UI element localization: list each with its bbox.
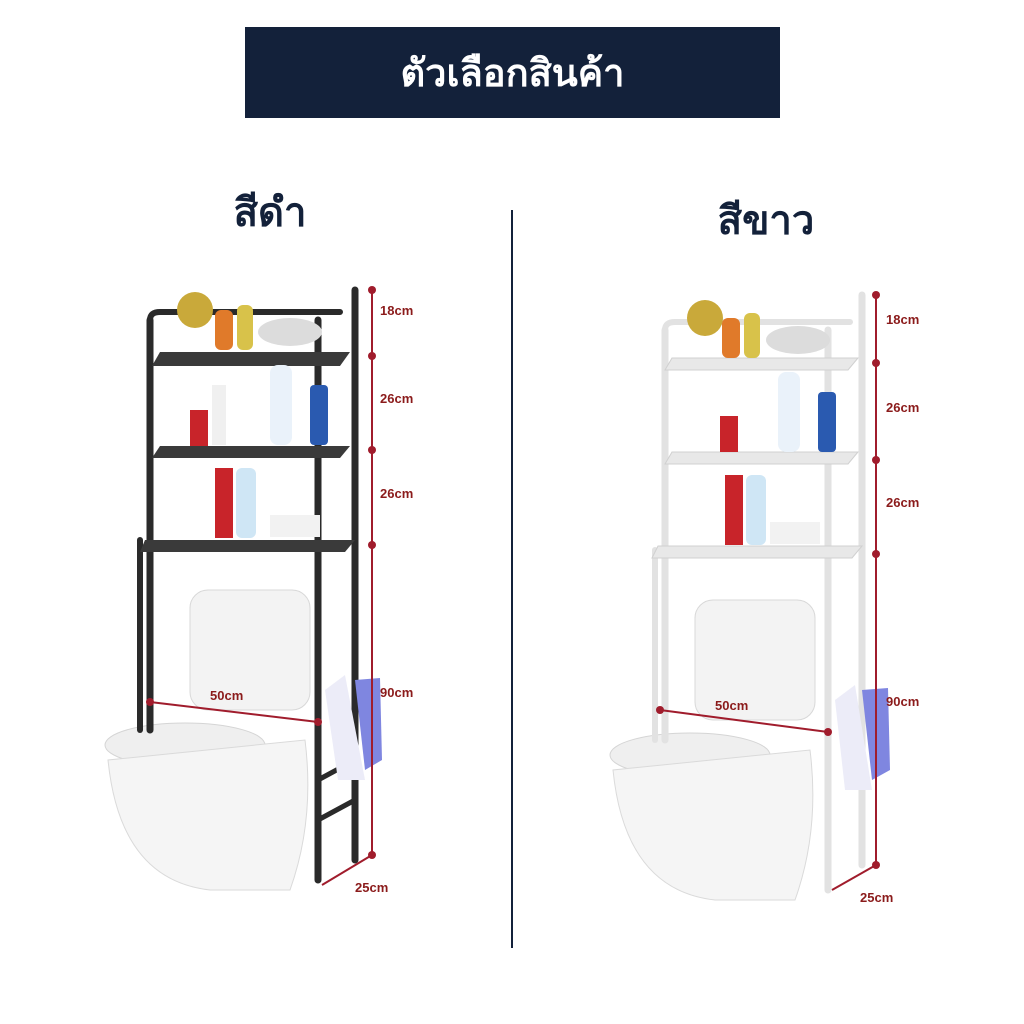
dim-width: 50cm <box>715 698 748 713</box>
dim-base: 90cm <box>886 694 919 709</box>
dim-middle: 26cm <box>380 391 413 406</box>
toilet-illustration <box>104 589 311 891</box>
column-divider <box>511 210 513 948</box>
dimension-lines <box>659 295 877 891</box>
shelf-items <box>177 292 328 538</box>
dim-depth: 25cm <box>355 880 388 895</box>
toilet-illustration <box>609 599 816 901</box>
rack-shelves <box>651 357 864 559</box>
product-image-black[interactable]: 18cm 26cm 26cm 90cm 50cm 25cm <box>0 260 460 920</box>
dim-top: 18cm <box>886 312 919 327</box>
dim-depth: 25cm <box>860 890 893 905</box>
shelf-items <box>687 300 836 545</box>
dimension-dots <box>146 286 376 859</box>
rack-illustration-white: 18cm 26cm 26cm 90cm 50cm 25cm <box>609 291 919 905</box>
option-title-black: สีดำ <box>233 190 307 236</box>
dimension-lines <box>149 290 373 886</box>
towels <box>325 675 382 780</box>
dim-top: 18cm <box>380 303 413 318</box>
banner-title: ตัวเลือกสินค้า <box>400 51 625 95</box>
product-options-banner: ตัวเลือกสินค้า <box>245 27 780 118</box>
rack-illustration-black: 18cm 26cm 26cm 90cm 50cm 25cm <box>104 286 413 895</box>
dim-base: 90cm <box>380 685 413 700</box>
product-image-white[interactable]: 18cm 26cm 26cm 90cm 50cm 25cm <box>500 270 960 930</box>
rack-shelves <box>140 352 355 552</box>
dim-middle: 26cm <box>886 400 919 415</box>
option-title-white: สีขาว <box>717 198 815 244</box>
dimension-dots <box>656 291 880 869</box>
dim-lower: 26cm <box>380 486 413 501</box>
dim-width: 50cm <box>210 688 243 703</box>
dim-lower: 26cm <box>886 495 919 510</box>
